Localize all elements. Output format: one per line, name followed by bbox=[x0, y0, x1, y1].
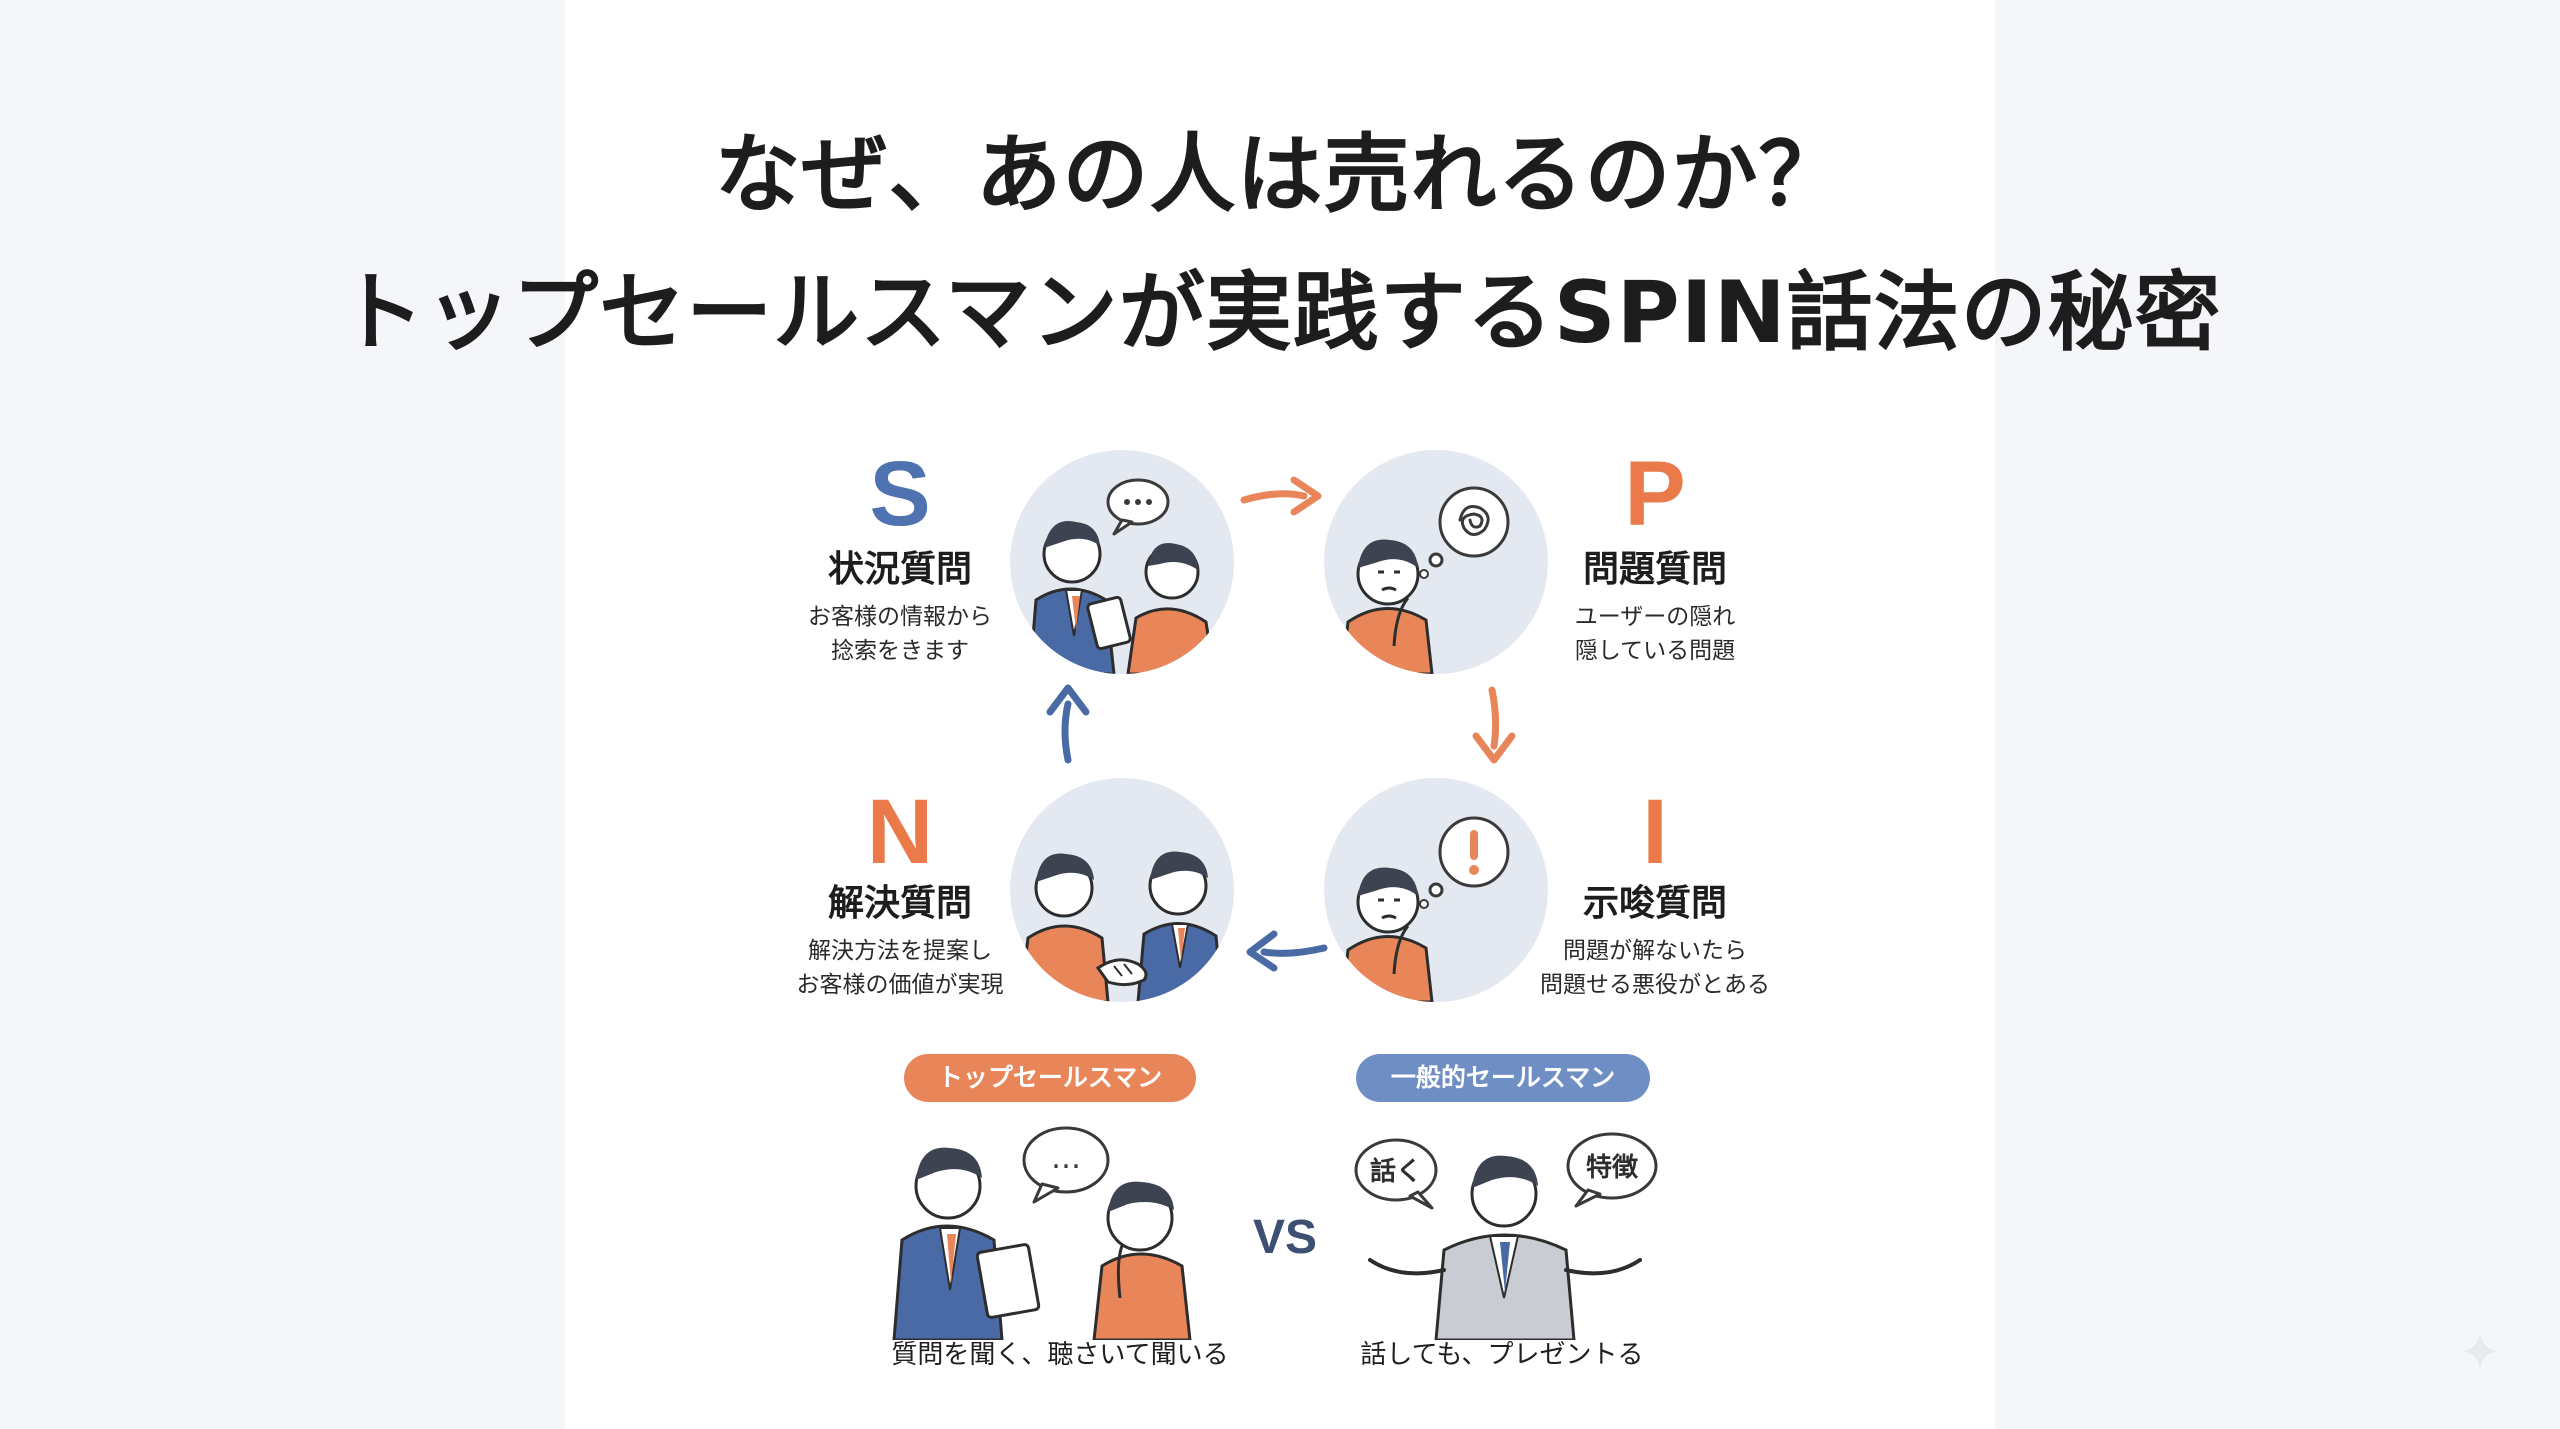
speech-talk-text: 話く bbox=[1370, 1156, 1422, 1187]
stage-i-desc: 問題が解ないたら 問題せる悪役がとある bbox=[1495, 934, 1815, 1002]
stage-s-desc-line-2: 捻索をきます bbox=[831, 638, 969, 664]
arrow-s-to-p-icon bbox=[1240, 476, 1322, 516]
sparkle-icon bbox=[2462, 1333, 2498, 1369]
stage-s-title: 状況質問 bbox=[827, 549, 972, 590]
stage-s-illustration bbox=[1010, 450, 1234, 674]
stage-s-desc: お客様の情報から 捻索をきます bbox=[740, 600, 1060, 668]
stage-i-desc-line-2: 問題せる悪役がとある bbox=[1540, 972, 1770, 998]
general-salesman-scene: 話く 特徴 bbox=[1354, 1132, 1658, 1340]
stage-s-letter: S bbox=[869, 443, 931, 545]
stage-p-desc-line-2: 隠している問題 bbox=[1574, 638, 1736, 664]
general-salesman-label: 一般的セールスマン bbox=[1356, 1054, 1650, 1102]
page-title-line-2: トップセールスマンが実践するSPIN話法の秘密 bbox=[338, 263, 2222, 363]
versus-label: VS bbox=[1252, 1211, 1318, 1264]
top-salesman-speech: … bbox=[1051, 1141, 1081, 1176]
speech-bubble-icon bbox=[1106, 478, 1170, 536]
tangled-thought-icon bbox=[1419, 486, 1510, 579]
stage-i-title: 示唆質問 bbox=[1582, 883, 1727, 924]
stage-p-desc-line-1: ユーザーの隠れ bbox=[1574, 604, 1736, 630]
content-panel bbox=[565, 0, 1995, 1429]
speech-bubble-right-icon: 特徴 bbox=[1566, 1132, 1658, 1208]
stage-n-illustration bbox=[1010, 778, 1234, 1002]
stage-p-desc: ユーザーの隠れ 隠している問題 bbox=[1495, 600, 1815, 668]
stage-p-letter: P bbox=[1624, 443, 1686, 545]
stage-s-desc-line-1: お客様の情報から bbox=[808, 604, 992, 630]
arrow-n-to-s-icon bbox=[1046, 684, 1090, 764]
page-title-line-1: なぜ、あの人は売れるのか？ bbox=[714, 125, 1846, 225]
stage-n-desc: 解決方法を提案し お客様の価値が実現 bbox=[740, 934, 1060, 1002]
speech-bubble-icon: … bbox=[1022, 1126, 1110, 1204]
top-salesman-label: トップセールスマン bbox=[904, 1054, 1196, 1102]
stage-p-illustration bbox=[1324, 450, 1548, 674]
stage-i-illustration bbox=[1324, 778, 1548, 1002]
stage-n-desc-line-1: 解決方法を提案し bbox=[808, 938, 992, 964]
top-salesman-caption: 質問を聞く、聴さいて聞いる bbox=[891, 1340, 1229, 1370]
stage-n-letter: N bbox=[866, 781, 934, 883]
handshake-icon bbox=[1095, 958, 1148, 987]
stage-n-desc-line-2: お客様の価値が実現 bbox=[796, 972, 1004, 998]
arrow-i-to-n-icon bbox=[1246, 930, 1328, 972]
general-salesman-caption: 話しても、プレゼントる bbox=[1360, 1340, 1644, 1370]
top-salesman-scene: … bbox=[892, 1126, 1192, 1340]
stage-i-letter: I bbox=[1642, 781, 1668, 883]
arrow-p-to-i-icon bbox=[1472, 686, 1516, 764]
stage-i-desc-line-1: 問題が解ないたら bbox=[1563, 938, 1747, 964]
speech-bubble-left-icon: 話く bbox=[1354, 1138, 1438, 1210]
stage-p-title: 問題質問 bbox=[1582, 549, 1727, 590]
exclamation-thought-icon bbox=[1419, 816, 1510, 909]
speech-feature-text: 特徴 bbox=[1586, 1152, 1639, 1183]
stage-n-title: 解決質問 bbox=[827, 883, 972, 924]
